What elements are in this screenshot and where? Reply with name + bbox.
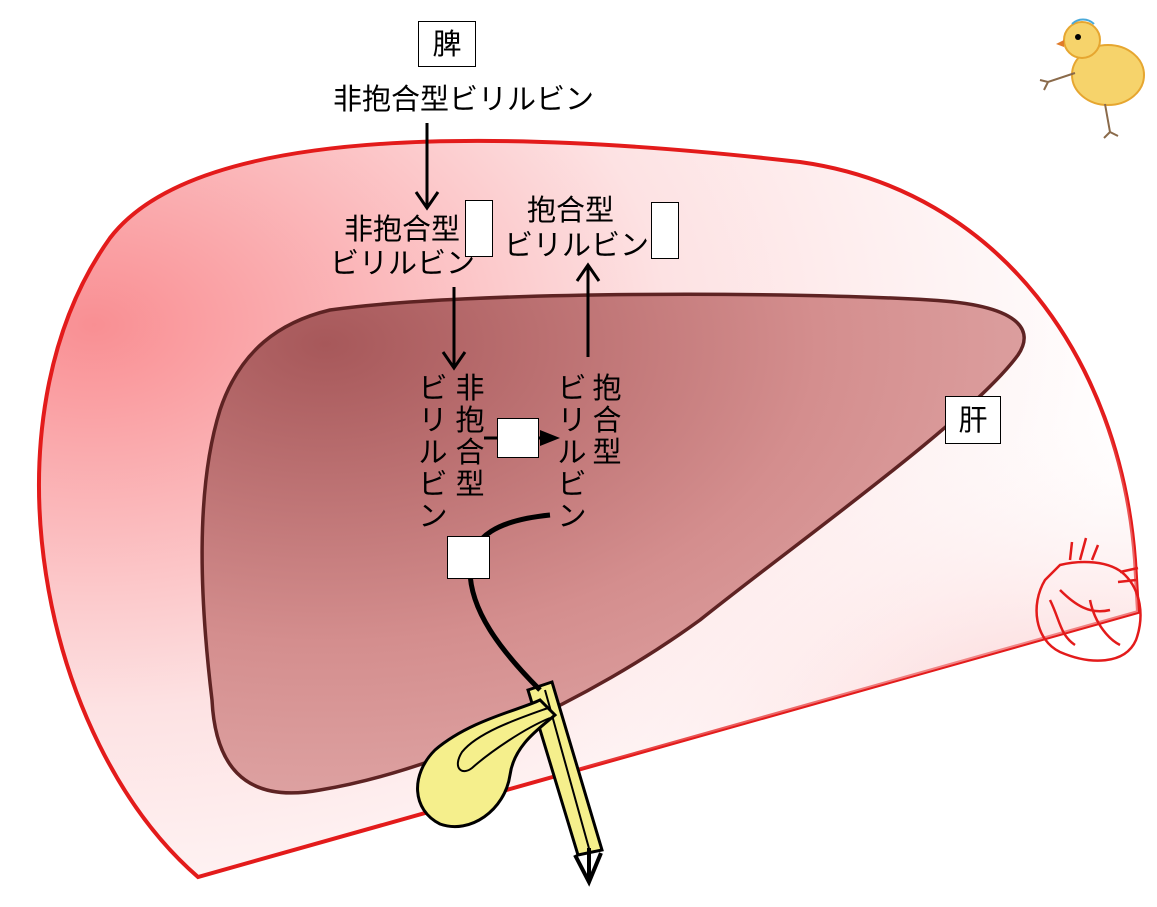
blood-conj-line1: 抱合型: [527, 193, 615, 227]
liver-label: 肝: [958, 402, 988, 437]
blood-conj-line2: ビリルビン: [504, 228, 650, 262]
hep-conj-col1: ビリルビン: [557, 371, 587, 533]
hep-unconj-col1: ビリルビン: [418, 371, 448, 533]
blood-unconj-box: [465, 200, 493, 257]
liver-shape: [200, 292, 1026, 795]
spleen-label: 脾: [432, 26, 462, 61]
spleen-product-label: 非抱合型ビリルビン: [333, 82, 595, 116]
conjugation-enzyme-box: [497, 418, 539, 458]
hep-conj-col2: 抱合型: [592, 371, 622, 469]
blood-unconj-line1: 非抱合型: [344, 212, 461, 246]
gallbladder-and-bile-duct: [416, 680, 604, 857]
hep-unconj-col2: 非抱合型: [455, 371, 485, 501]
excretion-arrow: [573, 848, 603, 887]
heart-icon: [1035, 537, 1142, 662]
uptake-arrow: [441, 287, 467, 371]
chick-icon: [1039, 18, 1145, 139]
blood-unconj-line2: ビリルビン: [330, 246, 476, 280]
secretion-to-blood-arrow: [575, 262, 601, 357]
excretion-transporter-box: [447, 536, 490, 579]
spleen-label-box: 脾: [418, 21, 476, 67]
liver-label-box: 肝: [945, 396, 1001, 444]
blood-conj-box: [651, 202, 679, 259]
spleen-to-blood-arrow: [414, 123, 440, 211]
